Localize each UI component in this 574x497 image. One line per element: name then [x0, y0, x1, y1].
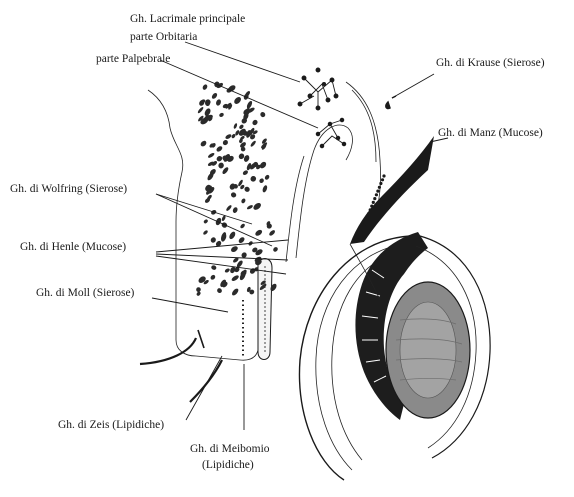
- eyelid-gland-blob: [233, 123, 238, 129]
- manz-gland-dot: [376, 190, 379, 193]
- manz-gland-dot: [361, 227, 364, 230]
- eyelid-gland-blob: [195, 287, 201, 293]
- manz-gland-dot: [356, 238, 359, 241]
- label-palpebral-part: parte Palpebrale: [96, 53, 170, 65]
- leader-orbitaria: [185, 42, 300, 82]
- eyelid-gland-blob: [225, 204, 232, 211]
- label-manz: Gh. di Manz (Mucose): [438, 127, 543, 139]
- label-wolfring: Gh. di Wolfring (Sierose): [10, 183, 127, 195]
- eyelid-gland-blob: [202, 229, 208, 235]
- eyelid-gland-blob: [259, 111, 266, 118]
- eyelid-gland-blob: [241, 198, 247, 204]
- leader-wolfring-1: [156, 194, 252, 224]
- eyelid-gland-blob: [210, 236, 217, 243]
- manz-gland-dot: [372, 201, 375, 204]
- eyelid-gland-blob: [216, 155, 224, 162]
- leader-palpebrale: [160, 60, 318, 128]
- eyelid-gland-blob: [215, 145, 223, 153]
- eyelid-gland-blob: [215, 217, 223, 226]
- eyelid-gland-blob: [224, 268, 230, 274]
- manz-gland-dot: [375, 193, 378, 196]
- eyelid-gland-blob: [246, 204, 253, 210]
- label-meibomio-line1: Gh. di Meibomio: [190, 443, 270, 455]
- eyelid-inner-border: [196, 350, 258, 360]
- eyelid-gland-blob: [211, 92, 218, 100]
- eyelid-gland-blob: [251, 119, 258, 126]
- label-lacrimal-main: Gh. Lacrimale principale: [130, 13, 245, 25]
- eyelid-gland-blob: [254, 229, 263, 237]
- leader-krause: [392, 74, 434, 98]
- eyelid-skin-outline: [148, 90, 196, 356]
- eyelid-gland-blob: [272, 246, 278, 253]
- eyelid-gland-blob: [268, 229, 276, 237]
- krause-gland-mark: [386, 96, 396, 109]
- eyelid-gland-blob: [215, 99, 222, 107]
- eyelid-gland-blob: [200, 140, 208, 148]
- eyelid-gland-blob: [249, 175, 257, 183]
- eyelid-gland-blob: [252, 202, 262, 212]
- eyelid-gland-blob: [229, 182, 237, 190]
- label-krause: Gh. di Krause (Sierose): [436, 57, 545, 69]
- label-zeis: Gh. di Zeis (Lipidiche): [58, 419, 164, 431]
- eyelid-gland-blob: [222, 139, 229, 146]
- eyelid-gland-blob: [239, 223, 245, 229]
- manz-gland-dot: [379, 182, 382, 185]
- eyelid-gland-blob: [216, 287, 223, 294]
- eyelid-gland-blob: [207, 152, 215, 159]
- manz-gland-dot: [381, 178, 384, 181]
- eyelid-gland-blob: [230, 245, 239, 253]
- eyelid-gland-blob: [210, 274, 217, 281]
- eyelid-gland-blob: [228, 231, 236, 240]
- label-orbital-part: parte Orbitaria: [130, 31, 197, 43]
- manz-gland-dot: [370, 205, 373, 208]
- manz-gland-dot: [378, 186, 381, 189]
- eyelid-gland-blob: [243, 186, 250, 193]
- eyelid-gland-blob: [233, 96, 242, 106]
- lacrimal-gland-orbital-cluster: [298, 68, 338, 110]
- manz-gland-dot: [367, 212, 370, 215]
- eyelid-gland-blob: [232, 206, 238, 213]
- manz-gland-dot: [382, 174, 385, 177]
- eyelid-gland-blob: [238, 236, 246, 244]
- lacrimal-gland-palpebral-cluster: [316, 118, 346, 148]
- eyelid-gland-blob: [250, 140, 257, 147]
- manz-gland-dot: [366, 216, 369, 219]
- label-moll: Gh. di Moll (Sierose): [36, 287, 135, 299]
- tarsal-plate: [258, 259, 272, 360]
- manz-gland-dot: [358, 235, 361, 238]
- eyelid-gland-blob: [264, 174, 270, 181]
- eyelid-gland-blob: [218, 162, 225, 169]
- manz-gland-dot: [363, 223, 366, 226]
- lens-nucleus: [400, 302, 456, 398]
- manz-gland-dot: [373, 197, 376, 200]
- eyelid-gland-blob: [258, 178, 264, 184]
- eyelash-lower: [190, 360, 222, 402]
- manz-gland-dot: [360, 231, 363, 234]
- eyelid-gland-blob: [230, 191, 237, 198]
- label-meibomio-line2: (Lipidiche): [202, 459, 254, 471]
- eyelash-short: [198, 330, 204, 348]
- eyelid-gland-blob: [197, 106, 204, 114]
- eyelid-gland-blob: [231, 274, 240, 282]
- eyelid-gland-blob: [231, 287, 240, 296]
- leader-zeis: [186, 356, 222, 420]
- label-henle: Gh. di Henle (Mucose): [20, 241, 126, 253]
- eyelid-gland-blob: [262, 185, 268, 193]
- manz-gland-dot: [369, 208, 372, 211]
- leader-moll: [152, 298, 228, 312]
- eyelid-gland-blob: [203, 219, 209, 224]
- eyelid-gland-blob: [202, 84, 209, 91]
- eyelash-upper: [140, 338, 196, 364]
- eyelid-gland-blob: [242, 169, 249, 176]
- manz-gland-dot: [364, 220, 367, 223]
- eyelid-gland-blob: [211, 265, 217, 271]
- eyelid-gland-blob: [225, 133, 233, 140]
- eyelid-gland-blob: [218, 112, 224, 118]
